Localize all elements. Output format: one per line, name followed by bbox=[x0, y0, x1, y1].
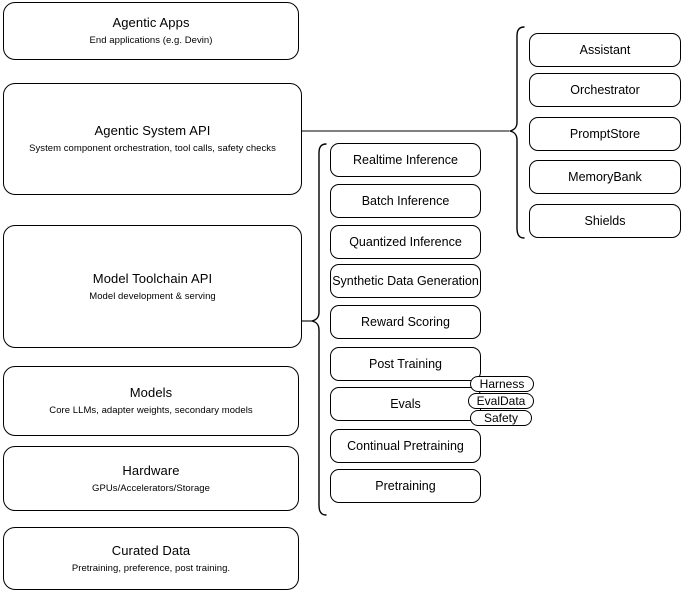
component-promptstore[interactable]: PromptStore bbox=[529, 117, 681, 151]
capability-synthetic-data-generation[interactable]: Synthetic Data Generation bbox=[330, 264, 481, 298]
capability-label: Synthetic Data Generation bbox=[332, 273, 479, 288]
layer-hardware[interactable]: Hardware GPUs/Accelerators/Storage bbox=[3, 446, 299, 511]
component-label: Orchestrator bbox=[570, 82, 640, 97]
capability-label: Continual Pretraining bbox=[347, 438, 464, 453]
layer-subtitle: GPUs/Accelerators/Storage bbox=[92, 482, 210, 494]
layer-title: Curated Data bbox=[111, 542, 191, 558]
capability-evals[interactable]: Evals bbox=[330, 387, 481, 421]
capability-label: Realtime Inference bbox=[353, 152, 458, 167]
capability-quantized-inference[interactable]: Quantized Inference bbox=[330, 225, 481, 259]
brace-system-components bbox=[509, 26, 525, 239]
layer-title: Agentic System API bbox=[94, 123, 211, 138]
layer-curated-data[interactable]: Curated Data Pretraining, preference, po… bbox=[3, 527, 299, 590]
capability-label: Pretraining bbox=[375, 478, 436, 493]
layer-title: Model Toolchain API bbox=[92, 270, 213, 286]
eval-tag-harness[interactable]: Harness bbox=[470, 376, 534, 392]
component-shields[interactable]: Shields bbox=[529, 204, 681, 238]
eval-tag-label: Harness bbox=[479, 377, 525, 391]
capability-batch-inference[interactable]: Batch Inference bbox=[330, 184, 481, 218]
layer-subtitle: Core LLMs, adapter weights, secondary mo… bbox=[49, 405, 253, 416]
layer-title: Hardware bbox=[122, 462, 180, 478]
capability-label: Quantized Inference bbox=[349, 234, 462, 249]
eval-tag-label: Safety bbox=[483, 411, 519, 425]
layer-subtitle: Model development & serving bbox=[89, 290, 216, 302]
layer-subtitle: Pretraining, preference, post training. bbox=[71, 562, 231, 574]
eval-tag-safety[interactable]: Safety bbox=[470, 410, 532, 426]
capability-label: Batch Inference bbox=[361, 193, 450, 208]
component-orchestrator[interactable]: Orchestrator bbox=[529, 73, 681, 107]
layer-subtitle: System component orchestration, tool cal… bbox=[29, 143, 276, 154]
layer-agentic-apps[interactable]: Agentic Apps End applications (e.g. Devi… bbox=[3, 2, 299, 60]
component-assistant[interactable]: Assistant bbox=[529, 33, 681, 67]
component-label: PromptStore bbox=[569, 126, 641, 141]
capability-label: Reward Scoring bbox=[361, 314, 450, 329]
component-label: Assistant bbox=[579, 42, 631, 57]
eval-tag-label: EvalData bbox=[476, 394, 526, 408]
capability-continual-pretraining[interactable]: Continual Pretraining bbox=[330, 429, 481, 463]
layer-title: Models bbox=[129, 385, 173, 400]
capability-reward-scoring[interactable]: Reward Scoring bbox=[330, 305, 481, 339]
component-label: Shields bbox=[584, 213, 626, 228]
capability-realtime-inference[interactable]: Realtime Inference bbox=[330, 143, 481, 177]
component-memorybank[interactable]: MemoryBank bbox=[529, 160, 681, 194]
capability-pretraining[interactable]: Pretraining bbox=[330, 469, 481, 503]
component-label: MemoryBank bbox=[568, 169, 642, 184]
capability-label: Post Training bbox=[369, 356, 442, 371]
capability-post-training[interactable]: Post Training bbox=[330, 347, 481, 381]
capability-label: Evals bbox=[390, 396, 421, 411]
layer-title: Agentic Apps bbox=[112, 15, 190, 30]
brace-toolchain-capabilities bbox=[311, 143, 327, 516]
layer-agentic-system-api[interactable]: Agentic System API System component orch… bbox=[3, 83, 302, 195]
layer-model-toolchain-api[interactable]: Model Toolchain API Model development & … bbox=[3, 225, 302, 348]
layer-subtitle: End applications (e.g. Devin) bbox=[89, 35, 213, 46]
eval-tag-evaldata[interactable]: EvalData bbox=[468, 393, 534, 409]
layer-models[interactable]: Models Core LLMs, adapter weights, secon… bbox=[3, 366, 299, 436]
